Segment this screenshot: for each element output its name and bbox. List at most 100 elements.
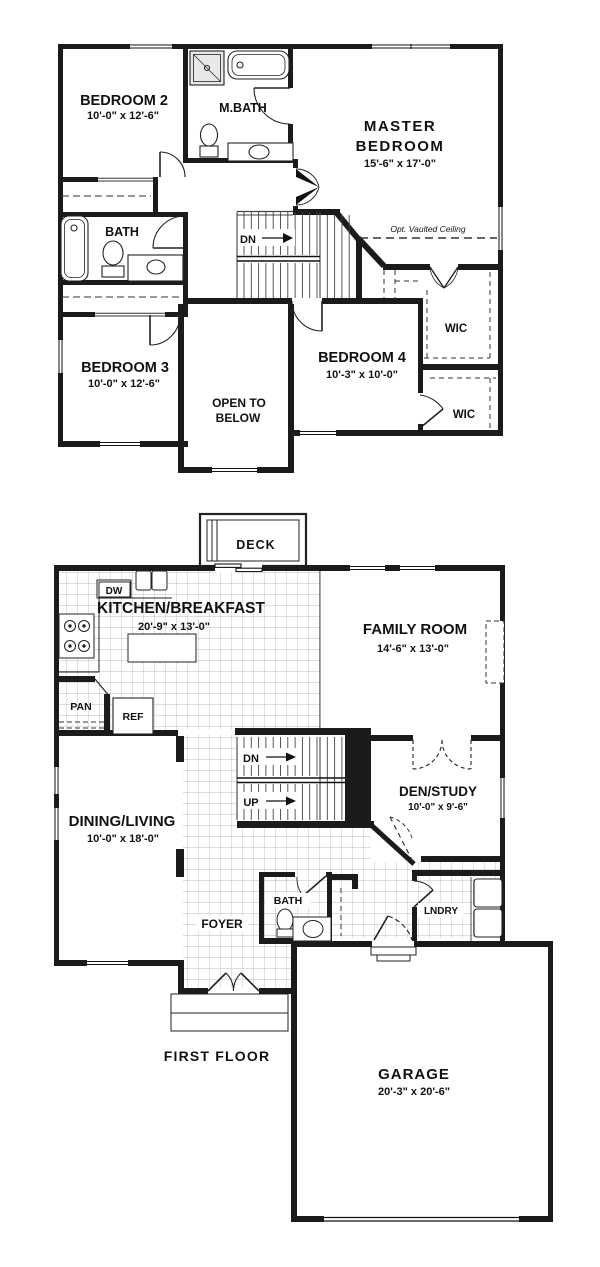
- laundry-label-box: LNDRY: [418, 903, 464, 917]
- pan-label: PAN: [70, 701, 91, 713]
- dn-arrow-icon: [283, 233, 293, 243]
- kitchen-sink: [151, 570, 168, 591]
- second-floor-plan: DN: [57, 43, 504, 474]
- window: [372, 43, 450, 50]
- sink: [302, 920, 324, 938]
- first-floor-walls: [54, 565, 553, 1222]
- mbath-fixtures: [189, 50, 294, 162]
- open-below-1: OPEN TO: [212, 396, 266, 410]
- mbath-label: M.BATH: [219, 101, 267, 115]
- wic-lower-label: WIC: [453, 409, 475, 421]
- stairs-updown-labels: DN UP: [240, 748, 296, 809]
- den-double-door: [412, 739, 472, 770]
- bedroom3-label: BEDROOM 3: [81, 360, 169, 376]
- mbath-door: [253, 87, 291, 125]
- window: [400, 564, 435, 572]
- dining-label: DINING/LIVING: [69, 813, 176, 830]
- toilet-tank: [199, 145, 219, 158]
- window: [212, 466, 257, 474]
- bedroom3-dims: 10'-0" x 12'-6": [88, 378, 160, 390]
- first-floor-caption: FIRST FLOOR: [164, 1048, 271, 1064]
- wic-upper-label: WIC: [445, 323, 467, 335]
- ref-label: REF: [123, 711, 145, 723]
- kitchen-sink: [135, 570, 152, 591]
- window: [53, 808, 60, 840]
- stove: [58, 613, 95, 659]
- foyer-label: FOYER: [201, 917, 243, 931]
- family-dims: 14'-6" x 13'-0": [377, 643, 449, 655]
- open-below-2: BELOW: [216, 411, 261, 425]
- foyer-label-box: FOYER: [196, 916, 248, 931]
- vanity: [127, 254, 184, 282]
- second-floor-doors: [149, 87, 459, 429]
- window: [130, 43, 172, 50]
- kitchen-dims: 20'-9" x 13'-0": [138, 621, 210, 633]
- washer: [473, 878, 503, 908]
- vaulted-note: Opt. Vaulted Ceiling: [390, 224, 466, 234]
- toilet-tank: [101, 265, 125, 278]
- window: [499, 778, 506, 818]
- garage-label: GARAGE: [378, 1066, 450, 1083]
- window: [350, 564, 385, 572]
- family-label: FAMILY ROOM: [363, 621, 467, 638]
- first-floor-plan: DN UP: [53, 512, 553, 1222]
- window: [53, 767, 60, 794]
- second-floor-windows: [57, 43, 504, 474]
- second-floor-diagonal-walls: [333, 210, 387, 269]
- sliding-door: [214, 563, 263, 573]
- tub: [227, 50, 290, 80]
- fridge: [112, 697, 154, 735]
- bath1-label-box: BATH: [266, 893, 310, 907]
- bedroom2-dims: 10'-0" x 12'-6": [87, 110, 159, 122]
- first-floor-doors: [207, 739, 472, 992]
- master-label-2: BEDROOM: [356, 138, 445, 155]
- dn-label: DN: [243, 753, 259, 765]
- bath1-label: BATH: [274, 895, 302, 907]
- bedroom4-label: BEDROOM 4: [318, 350, 406, 366]
- bath1-fixtures: [276, 908, 332, 942]
- front-double-door: [207, 972, 260, 992]
- bath2-door: [152, 215, 186, 249]
- fireplace-optional: [485, 620, 505, 684]
- garage-dims: 20'-3" x 20'-6": [378, 1086, 450, 1098]
- laundry-label: LNDRY: [424, 906, 458, 917]
- deck-label: DECK: [236, 538, 275, 552]
- dw-label-box: DW: [98, 581, 131, 598]
- bedroom2-door: [159, 151, 186, 178]
- closets: [62, 177, 180, 317]
- garage-door: [324, 1216, 519, 1222]
- toilet: [199, 123, 219, 147]
- dining-dims: 10'-0" x 18'-0": [87, 833, 159, 845]
- master-dims: 15'-6" x 17'-0": [364, 158, 436, 170]
- toilet: [102, 240, 124, 266]
- bath2-label: BATH: [105, 225, 139, 239]
- second-floor-labels: BEDROOM 2 10'-0" x 12'-6" M.BATH MASTER …: [80, 93, 475, 425]
- toilet: [276, 908, 294, 932]
- stairs-down-label: DN: [240, 229, 295, 246]
- pantry: [55, 676, 111, 732]
- den-dims: 10'-0" x 9'-6": [408, 802, 468, 813]
- first-floor-windows: [53, 563, 506, 967]
- wic-shelves: [383, 270, 496, 428]
- laundry-door: [413, 880, 434, 908]
- dn-label: DN: [240, 234, 256, 246]
- bath2-fixtures: [60, 215, 184, 282]
- window: [497, 207, 504, 250]
- dn-arrow-icon: [286, 752, 296, 762]
- dryer: [473, 908, 503, 938]
- window: [57, 340, 64, 373]
- wic-lower-door: [419, 394, 444, 429]
- wic-upper-double-door: [429, 266, 459, 289]
- den-label: DEN/STUDY: [399, 784, 477, 799]
- washer-dryer: [470, 877, 503, 941]
- den-corner: [368, 816, 416, 866]
- tub: [60, 215, 89, 282]
- bedroom3-door: [149, 314, 181, 346]
- toilet-tank: [276, 928, 294, 938]
- garage-entry-door: [373, 915, 413, 941]
- window: [87, 959, 128, 967]
- stairs-down: [236, 210, 350, 298]
- first-floor-labels: DECK KITCHEN/BREAKFAST 20'-9" x 13'-0" F…: [69, 538, 477, 1098]
- window: [100, 440, 140, 448]
